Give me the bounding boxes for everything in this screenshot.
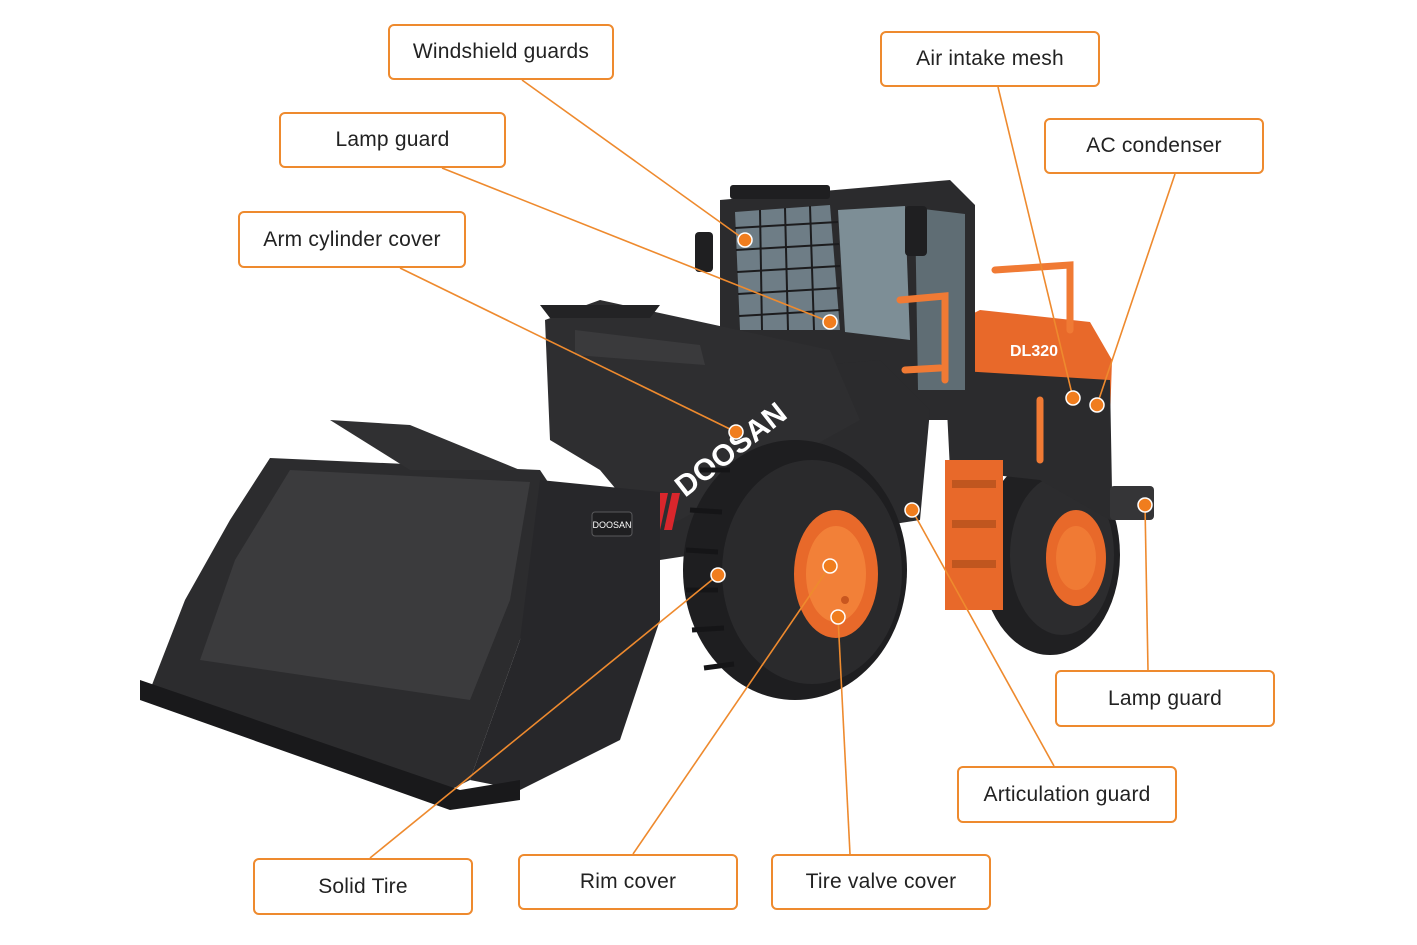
- callout-label: Arm cylinder cover: [263, 227, 441, 251]
- leader-lamp-guard-cab: [441, 167, 831, 323]
- dot-arm-cylinder-cover: [728, 424, 744, 440]
- handrail-and-ladder: [896, 261, 1074, 464]
- leader-ac-condenser: [1096, 173, 1176, 406]
- callout-rim-cover: Rim cover: [518, 854, 738, 910]
- callout-arm-cylinder-cover: Arm cylinder cover: [238, 211, 466, 268]
- callout-air-intake-mesh: Air intake mesh: [880, 31, 1100, 87]
- dot-lamp-guard-cab: [822, 314, 838, 330]
- front-wheel: [683, 440, 907, 700]
- wheel-loader-illustration: DL320: [140, 180, 1154, 810]
- callout-label: Windshield guards: [412, 40, 590, 63]
- callout-label: Tire valve cover: [805, 870, 957, 893]
- callout-ac-condenser: AC condenser: [1044, 118, 1264, 174]
- callout-lamp-guard-rear: Lamp guard: [1055, 670, 1275, 727]
- leader-rim-cover: [632, 565, 831, 855]
- dot-air-intake-mesh: [1065, 390, 1081, 406]
- dot-ac-condenser: [1089, 397, 1105, 413]
- model-decal: DL320: [1010, 343, 1058, 360]
- dot-windshield-guards: [737, 232, 753, 248]
- callout-label: Lamp guard: [335, 128, 450, 151]
- leader-lines: [369, 79, 1176, 859]
- leader-tire-valve-cover: [837, 616, 851, 855]
- leader-articulation-guard: [911, 509, 1055, 767]
- callout-label: Rim cover: [579, 870, 677, 893]
- callout-label: Articulation guard: [983, 782, 1151, 806]
- leader-solid-tire: [369, 574, 719, 859]
- bucket: DOOSAN: [140, 420, 660, 810]
- callout-dots: [710, 232, 1153, 625]
- callout-lamp-guard-cab: Lamp guard: [279, 112, 506, 168]
- dot-rim-cover: [822, 558, 838, 574]
- callout-label: Lamp guard: [1107, 686, 1223, 710]
- dot-lamp-guard-rear: [1137, 497, 1153, 513]
- callout-articulation-guard: Articulation guard: [957, 766, 1177, 823]
- callout-label: Air intake mesh: [916, 47, 1064, 70]
- leader-air-intake-mesh: [997, 86, 1074, 399]
- access-ladder: [945, 460, 1003, 610]
- callout-label: Solid Tire: [318, 874, 408, 898]
- callout-tire-valve-cover: Tire valve cover: [771, 854, 991, 910]
- leader-windshield-guards: [521, 79, 746, 241]
- leader-lamp-guard-rear: [1144, 504, 1149, 671]
- leader-arm-cylinder-cover: [399, 267, 737, 433]
- dot-articulation-guard: [904, 502, 920, 518]
- callout-label: AC condenser: [1086, 134, 1222, 157]
- dot-solid-tire: [710, 567, 726, 583]
- dot-tire-valve-cover: [830, 609, 846, 625]
- callout-windshield-guards: Windshield guards: [388, 24, 614, 80]
- bucket-brand-badge: DOOSAN: [592, 520, 631, 530]
- callout-solid-tire: Solid Tire: [253, 858, 473, 915]
